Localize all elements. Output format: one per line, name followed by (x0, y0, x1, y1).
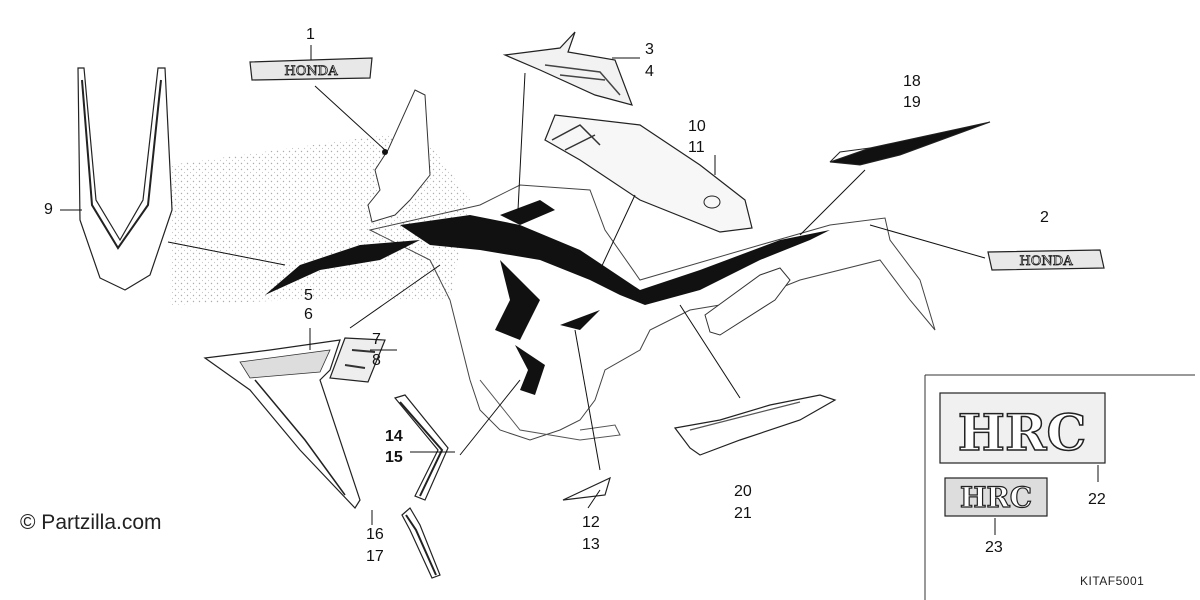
callout-5: 5 (304, 287, 313, 304)
shroud-badge-decal[interactable] (329, 337, 386, 383)
hrc-inset-border (924, 374, 1195, 600)
callout-17: 17 (366, 548, 384, 565)
shroud-black-accent (500, 200, 555, 225)
callout-6: 6 (304, 306, 313, 323)
diagram-code: KITAF5001 (1080, 574, 1145, 588)
callout-4: 4 (645, 63, 654, 80)
leader-lines (60, 45, 1099, 535)
fastener-dot (382, 149, 388, 155)
tank-black-stripe (400, 215, 830, 305)
callout-13: 13 (582, 536, 600, 553)
honda-logo-text: HONDA (1019, 254, 1073, 269)
hrc-logo-text: HRC (960, 481, 1032, 514)
hrc-logo-text: HRC (958, 403, 1087, 462)
callout-16: 16 (366, 526, 384, 543)
tail-decal-outline (829, 147, 871, 163)
callout-15: 15 (385, 449, 403, 466)
tank-cap-icon (703, 195, 721, 209)
chevron-upper-decal[interactable] (393, 394, 449, 501)
front-cowl-panel (367, 89, 431, 223)
shroud-inner-line (254, 379, 346, 496)
callout-3: 3 (645, 41, 654, 58)
callout-7: 7 (372, 331, 381, 348)
callout-11: 11 (688, 139, 705, 156)
callout-21: 21 (734, 505, 752, 522)
hrc-small-decal[interactable]: HRC (944, 477, 1048, 517)
front-fender-decal[interactable] (77, 67, 173, 291)
radiator-black-stripe (495, 260, 540, 340)
radiator-shroud-decal[interactable] (203, 339, 361, 509)
muffler-shape (704, 267, 791, 336)
callout-8: 8 (372, 352, 381, 369)
front-black-stripe (265, 240, 420, 295)
callout-2: 2 (1040, 209, 1049, 226)
badge-graphic (344, 349, 376, 369)
honda-emblem-top[interactable]: HONDA (249, 57, 373, 81)
lower-cowl-outline (479, 379, 621, 441)
callout-22: 22 (1088, 491, 1106, 508)
tank-graphic (551, 124, 601, 151)
tail-decal[interactable] (829, 121, 991, 166)
callout-12: 12 (582, 514, 600, 531)
chevron-upper-stroke (399, 401, 444, 497)
honda-logo-text: HONDA (284, 64, 338, 79)
callout-23: 23 (985, 539, 1003, 556)
callout-14: 14 (385, 428, 403, 445)
lower-cowl-black-stripe (560, 310, 600, 330)
shroud-graphic (544, 64, 621, 96)
callout-9: 9 (44, 201, 53, 218)
honda-emblem-right[interactable]: HONDA (987, 249, 1105, 271)
shroud-graphic-band (239, 349, 331, 379)
callout-18: 18 (903, 73, 921, 90)
seat-side-decal[interactable] (673, 394, 837, 456)
chevron-lower-stroke (405, 514, 437, 576)
fuel-tank-side-decal[interactable] (544, 114, 753, 233)
seat-decal-stripe (689, 401, 801, 431)
callout-1: 1 (306, 26, 315, 43)
hrc-large-decal[interactable]: HRC (939, 392, 1106, 464)
callout-10: 10 (688, 118, 706, 135)
front-fender-stripe (81, 79, 162, 250)
triangle-decal[interactable] (562, 476, 611, 501)
callout-20: 20 (734, 483, 752, 500)
callout-19: 19 (903, 94, 921, 111)
watermark-text: © Partzilla.com (20, 511, 162, 534)
lower-black-stripe (515, 345, 545, 395)
